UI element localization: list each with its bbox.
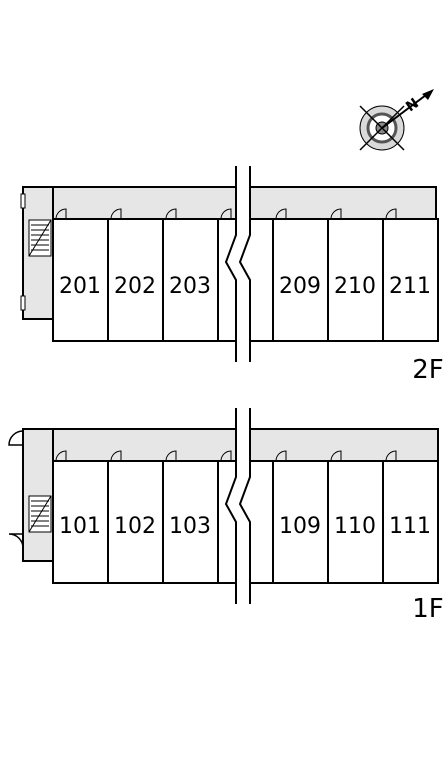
- room-210: 210: [327, 208, 384, 342]
- room-number: 203: [169, 274, 211, 299]
- stairs-2f: [28, 219, 52, 257]
- room-number: 201: [59, 274, 101, 299]
- room-number: 102: [114, 514, 156, 539]
- room-201: 201: [52, 208, 109, 342]
- room-number: 211: [389, 274, 431, 299]
- room-103: 103: [162, 450, 219, 584]
- room-209: 209: [272, 208, 329, 342]
- entrance-door-top: [8, 430, 24, 446]
- room-number: 111: [389, 514, 431, 539]
- room-109: 109: [272, 450, 329, 584]
- room-211: 211: [382, 208, 439, 342]
- room-110: 110: [327, 450, 384, 584]
- break-line-2f: [224, 166, 251, 362]
- room-number: 209: [279, 274, 321, 299]
- room-number: 210: [334, 274, 376, 299]
- room-102: 102: [107, 450, 164, 584]
- room-number: 103: [169, 514, 211, 539]
- north-label: N: [403, 95, 422, 115]
- room-number: 109: [279, 514, 321, 539]
- floor-2f: 201 202 203 209 210 2: [20, 166, 444, 385]
- room-202: 202: [107, 208, 164, 342]
- floor-1f: 101 102 103 109 110 1: [8, 408, 444, 624]
- room-number: 202: [114, 274, 156, 299]
- room-number: 101: [59, 514, 101, 539]
- room-203: 203: [162, 208, 219, 342]
- floor-label: 1F: [412, 594, 444, 624]
- room-number: 110: [334, 514, 376, 539]
- break-line-1f: [224, 408, 251, 604]
- floor-label: 2F: [412, 355, 444, 385]
- room-111: 111: [382, 450, 439, 584]
- stairs-1f: [28, 495, 52, 533]
- compass-rose-icon: N: [359, 89, 434, 151]
- room-101: 101: [52, 450, 109, 584]
- entrance-door-bottom: [8, 533, 24, 549]
